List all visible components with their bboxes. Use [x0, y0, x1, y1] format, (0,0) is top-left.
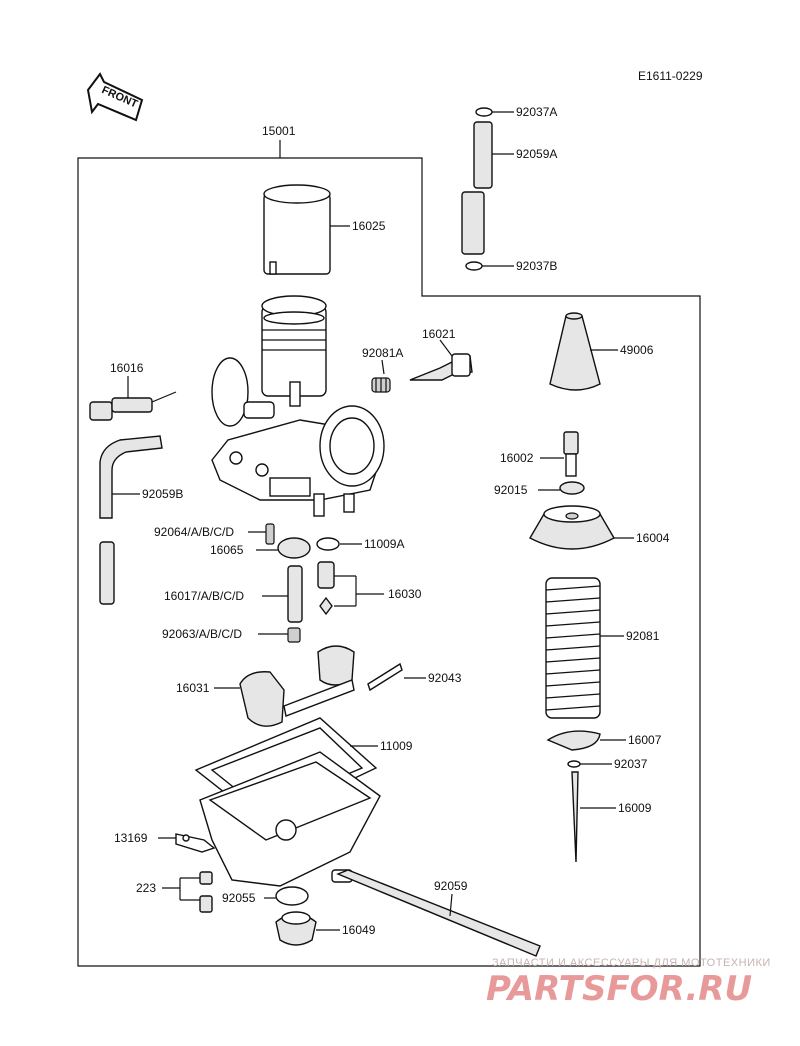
part-label-92037: 92037: [614, 757, 648, 771]
part-label-92064: 92064/A/B/C/D: [154, 525, 234, 539]
float-bowl: [199, 751, 381, 887]
part-label-11009: 11009: [380, 739, 413, 753]
pilot-air-screw: [409, 339, 473, 381]
float-pin: [367, 662, 426, 692]
part-label-92055: 92055: [222, 891, 256, 905]
part-label-16021: 16021: [422, 327, 456, 341]
part-label-92037a: 92037A: [516, 105, 557, 119]
assembly-outline: [77, 140, 701, 967]
part-label-16004: 16004: [636, 531, 670, 545]
watermark-caption: ЗАПЧАСТИ И АКСЕССУАРЫ ДЛЯ МОТОТЕХНИКИ: [492, 957, 771, 969]
part-label-11009a: 11009A: [364, 537, 404, 551]
vent-tube-assembly: [461, 107, 514, 271]
o-ring-small: [316, 537, 362, 551]
part-label-49006: 49006: [620, 343, 654, 357]
part-label-92059b: 92059B: [142, 487, 183, 501]
part-label-16031: 16031: [176, 681, 210, 695]
part-label-92037b: 92037B: [516, 259, 557, 273]
needle-clip: [567, 760, 612, 768]
part-label-92059a: 92059A: [516, 147, 557, 161]
part-label-92059: 92059: [434, 879, 468, 893]
needle-retainer-plate: [546, 730, 626, 751]
carburetor-body: [211, 295, 385, 517]
part-label-16049: 16049: [342, 923, 376, 937]
drain-o-ring: [264, 886, 309, 906]
rubber-cap: [549, 312, 618, 391]
part-label-92063: 92063/A/B/C/D: [162, 627, 242, 641]
lock-nut: [538, 481, 585, 495]
diagram-code: E1611-0229: [638, 69, 703, 83]
bowl-bracket: [158, 833, 216, 853]
starter-plunger: [89, 376, 177, 421]
cable-adjuster: [540, 431, 579, 477]
assembly-number: 15001: [262, 124, 296, 138]
front-arrow-icon: FRONT: [86, 72, 144, 122]
float-valve: [317, 561, 384, 616]
drain-hose: [336, 869, 541, 957]
part-label-223: 223: [136, 881, 156, 895]
part-label-16065: 16065: [210, 543, 244, 557]
part-label-16002: 16002: [500, 451, 534, 465]
pilot-jet-assembly: [248, 523, 311, 559]
needle-jet: [262, 565, 303, 623]
drain-plug: [275, 911, 340, 946]
part-label-92043: 92043: [428, 671, 462, 685]
part-label-16025: 16025: [352, 219, 386, 233]
part-label-92015: 92015: [494, 483, 528, 497]
throttle-slide: [263, 184, 350, 275]
jet-needle: [571, 771, 616, 863]
float: [214, 645, 355, 727]
mixing-chamber-top: [529, 505, 634, 550]
part-label-16016: 16016: [110, 361, 144, 375]
throttle-spring: [545, 577, 624, 719]
overflow-hose: [99, 435, 163, 605]
air-screw-spring: [371, 359, 391, 393]
part-label-16009: 16009: [618, 801, 652, 815]
part-label-92081: 92081: [626, 629, 660, 643]
bowl-screws: [162, 871, 213, 913]
part-label-16030: 16030: [388, 587, 422, 601]
part-label-92081a: 92081A: [362, 346, 403, 360]
part-label-13169: 13169: [114, 831, 148, 845]
main-jet: [258, 627, 301, 643]
part-label-16007: 16007: [628, 733, 662, 747]
watermark-logo: PARTSFOR.RU: [486, 969, 752, 1009]
part-label-16017: 16017/A/B/C/D: [164, 589, 244, 603]
